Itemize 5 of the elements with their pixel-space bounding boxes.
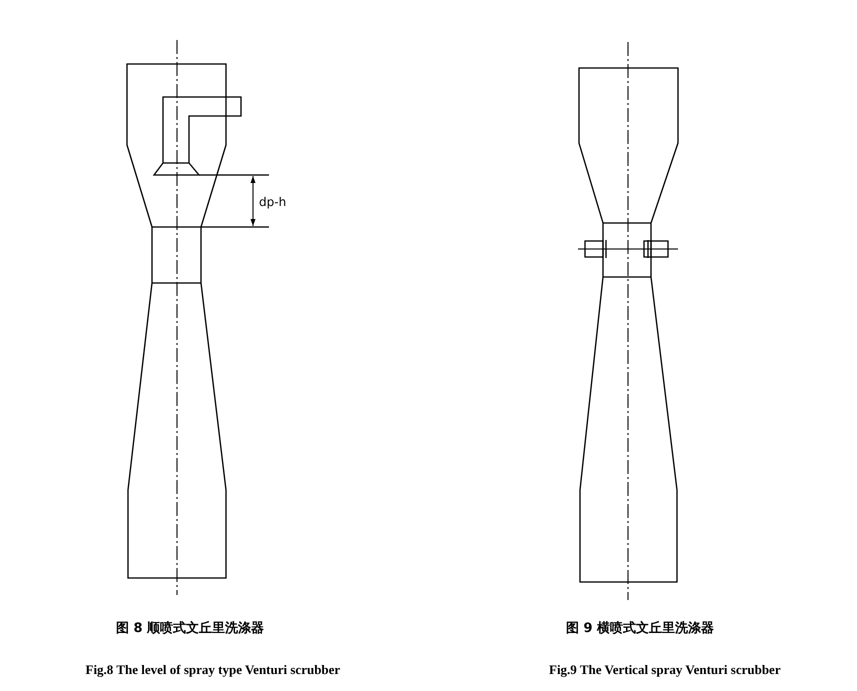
figure-caption: 图 9 横喷式文丘里洗涤器 <box>566 620 714 637</box>
figure-caption: Fig.9 The Vertical spray Venturi scrubber <box>549 662 781 678</box>
dimension-label: dp-h <box>259 195 286 209</box>
figure-caption: Fig.8 The level of spray type Venturi scrubber <box>86 662 340 678</box>
figure-caption: 图 8 顺喷式文丘里洗涤器 <box>116 620 264 637</box>
